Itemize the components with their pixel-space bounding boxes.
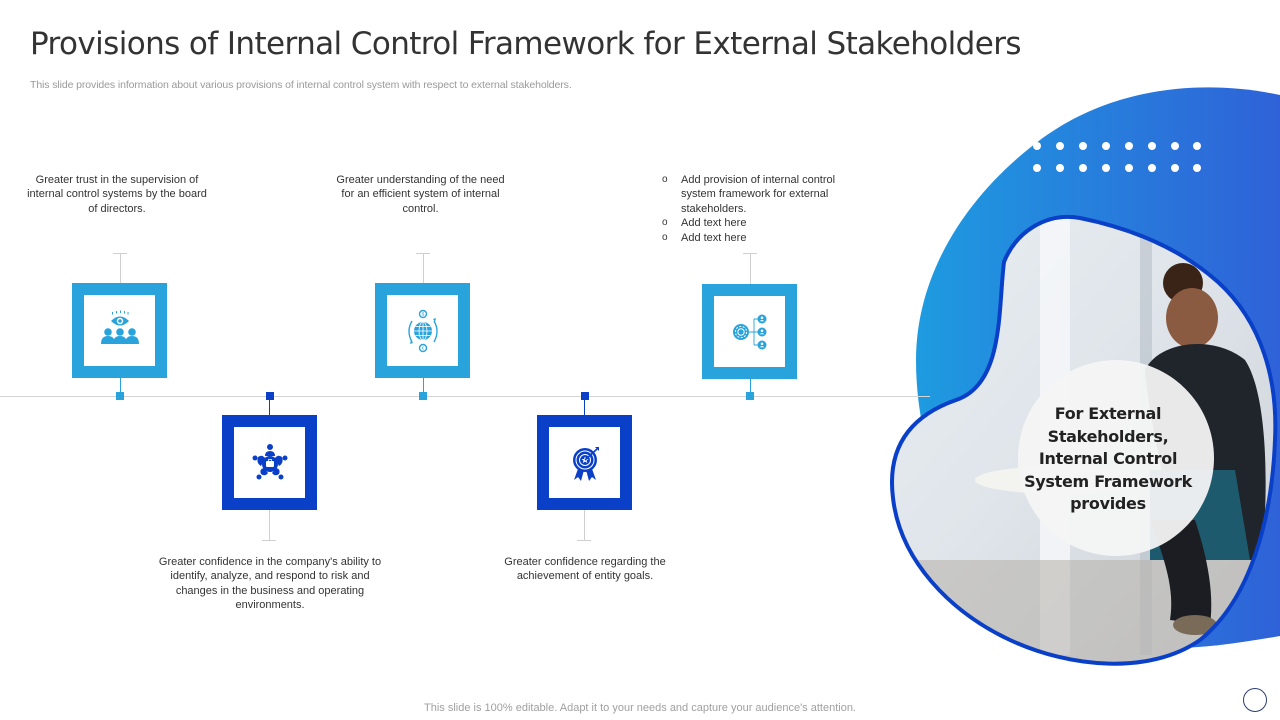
connector-line (423, 378, 424, 396)
slide-subtitle: This slide provides information about va… (30, 79, 572, 91)
svg-text:€: € (421, 345, 424, 350)
item-3-description: Greater understanding of the need for an… (336, 174, 505, 215)
global-currency-exchange-icon: $ € (407, 309, 438, 352)
item-2-icon-box (222, 415, 317, 510)
item-4-icon-box (537, 415, 632, 510)
connector-line (750, 253, 751, 284)
connector-cap (262, 540, 276, 541)
connector-line (269, 400, 270, 415)
item-1-description: Greater trust in the supervision of inte… (27, 174, 207, 215)
item-5-icon-box (702, 284, 797, 379)
target-award-icon (572, 446, 599, 481)
connector-cap (577, 540, 591, 541)
connector-line (423, 253, 424, 283)
item-2-description: Greater confidence in the company's abil… (158, 556, 382, 612)
connector-line (120, 253, 121, 283)
slide-footer: This slide is 100% editable. Adapt it to… (424, 702, 856, 714)
bullet-item: Add text here (662, 216, 852, 231)
connector-line (584, 510, 585, 540)
connector-line (750, 379, 751, 396)
corner-circle-icon (1243, 688, 1267, 712)
connector-line (269, 510, 270, 540)
connector-line (584, 400, 585, 415)
timeline-node-1 (116, 392, 124, 400)
slide-title: Provisions of Internal Control Framework… (30, 26, 1022, 62)
timeline-node-2 (266, 392, 274, 400)
gear-hierarchy-icon (732, 314, 766, 349)
dot-grid-decoration (1033, 142, 1201, 172)
bullet-item: Add provision of internal control system… (662, 173, 852, 216)
timeline-line (0, 396, 930, 397)
bullet-item: Add text here (662, 231, 852, 246)
team-collaboration-icon (252, 443, 287, 479)
board-oversight-icon (100, 310, 139, 344)
item-5-bullet-list: Add provision of internal control system… (662, 173, 852, 245)
item-3-icon-box: $ € (375, 283, 470, 378)
timeline-node-3 (419, 392, 427, 400)
svg-text:$: $ (421, 311, 424, 316)
timeline-node-4 (581, 392, 589, 400)
callout-circle (1018, 360, 1214, 556)
connector-line (120, 378, 121, 396)
item-4-description: Greater confidence regarding the achieve… (504, 556, 666, 583)
item-1-icon-box (72, 283, 167, 378)
callout-text: For External Stakeholders, Internal Cont… (1024, 404, 1192, 513)
timeline-node-5 (746, 392, 754, 400)
